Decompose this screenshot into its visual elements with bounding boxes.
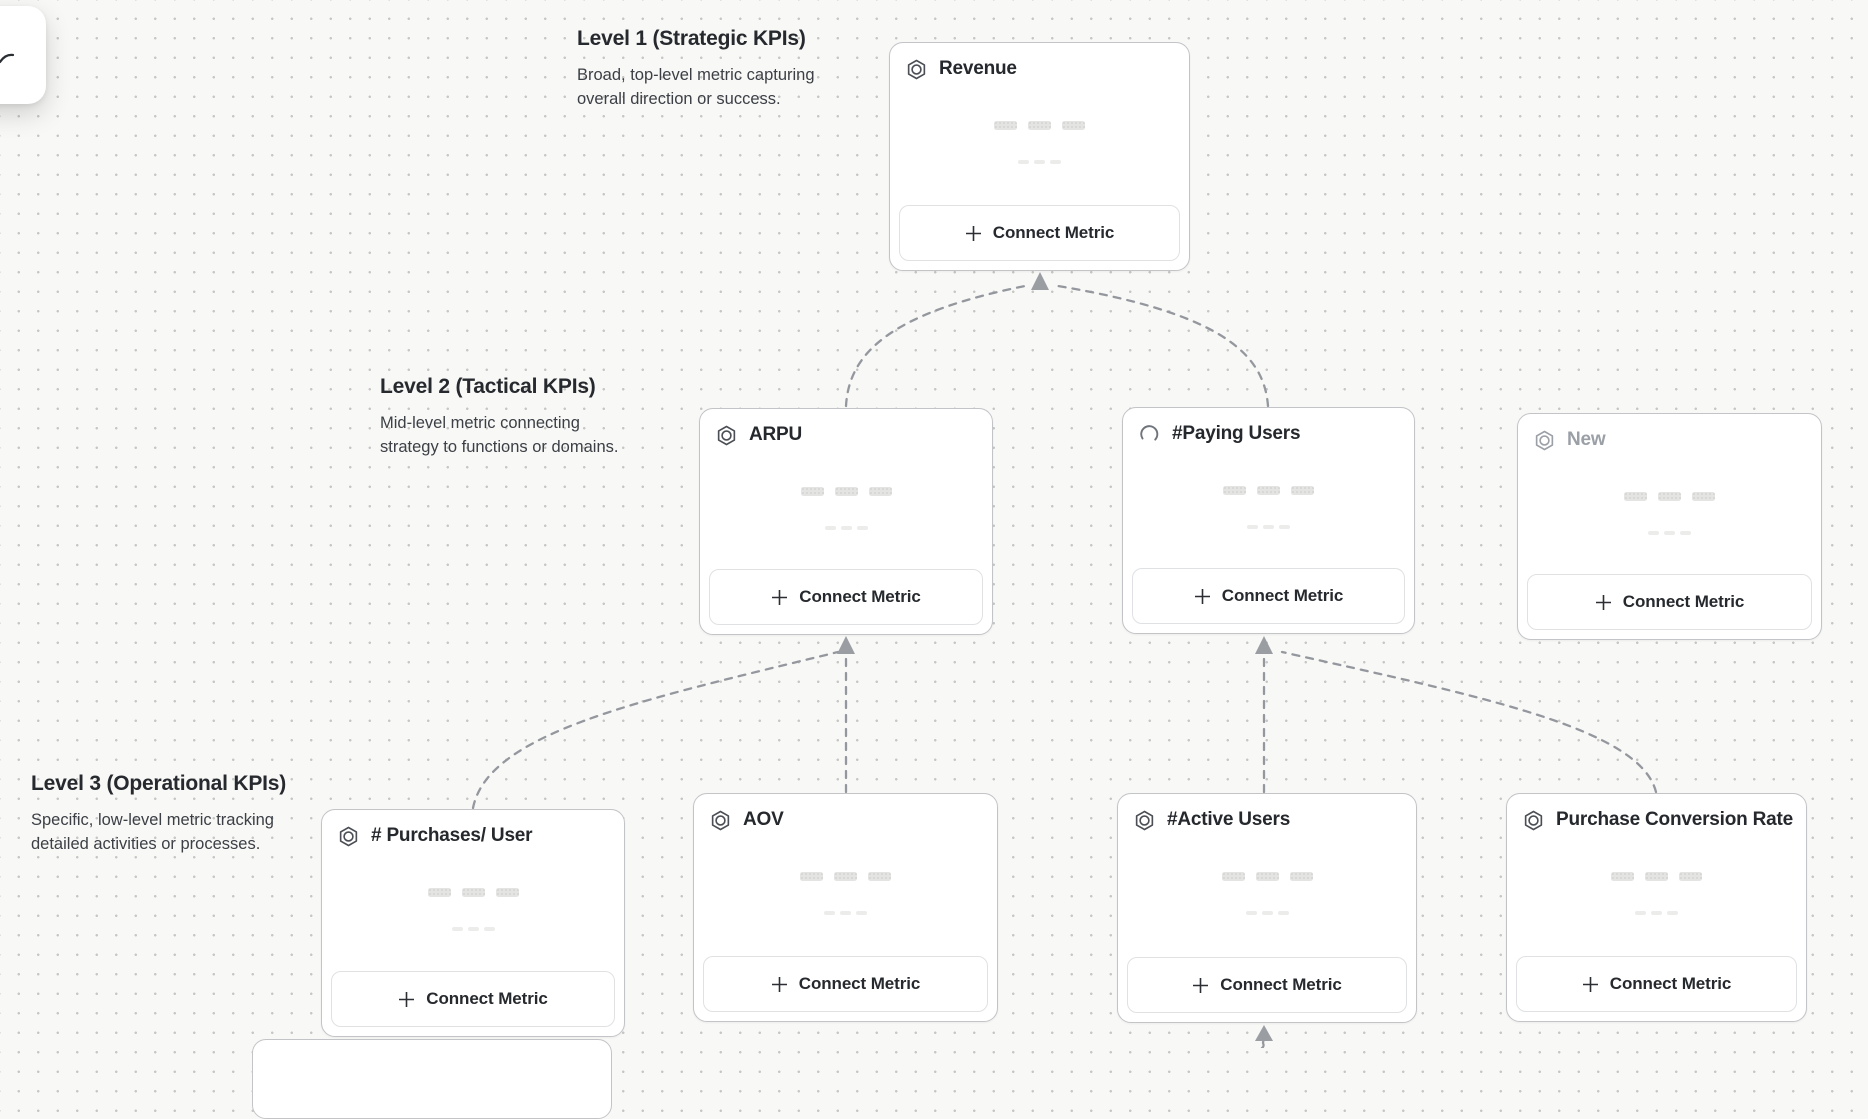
- card-title: Revenue: [939, 58, 1017, 79]
- plus-icon: [399, 991, 415, 1007]
- plus-icon: [1194, 588, 1210, 604]
- card-header: New: [1532, 428, 1809, 452]
- metric-hexagon-icon: [904, 57, 928, 81]
- metric-placeholder-skeleton: [322, 888, 624, 931]
- card-title: Purchase Conversion Rate: [1556, 809, 1794, 830]
- connect-metric-button[interactable]: Connect Metric: [1127, 957, 1407, 1013]
- level-2-heading: Level 2 (Tactical KPIs) Mid-level metric…: [380, 375, 625, 460]
- card-header: # Purchases/ User: [336, 824, 612, 848]
- card-title: ARPU: [749, 424, 803, 445]
- edge-arpu-to-revenue: [844, 283, 1032, 408]
- plus-icon: [1582, 976, 1598, 992]
- card-title: #Paying Users: [1172, 423, 1301, 444]
- connect-metric-label: Connect Metric: [798, 974, 921, 993]
- connect-metric-button[interactable]: Connect Metric: [899, 205, 1180, 261]
- plus-icon: [965, 225, 981, 241]
- metric-card-partial-offscreen[interactable]: [252, 1039, 612, 1119]
- edge-offscreen-to-active-users: [1260, 1039, 1266, 1048]
- metric-placeholder-skeleton: [1118, 872, 1416, 915]
- connect-metric-button[interactable]: Connect Metric: [331, 971, 615, 1027]
- connect-metric-label: Connect Metric: [799, 587, 921, 606]
- plus-icon: [1193, 977, 1209, 993]
- metric-hexagon-icon: [1532, 428, 1556, 452]
- connect-metric-button[interactable]: Connect Metric: [709, 569, 983, 625]
- edge-pcr-to-paying-users: [1280, 650, 1658, 794]
- level-1-heading: Level 1 (Strategic KPIs) Broad, top-leve…: [577, 27, 827, 112]
- card-header: #Active Users: [1132, 808, 1404, 832]
- connect-metric-label: Connect Metric: [1221, 586, 1344, 605]
- level-1-title: Level 1 (Strategic KPIs): [577, 27, 806, 50]
- card-header: AOV: [708, 808, 985, 832]
- loading-spinner-icon: [1137, 422, 1161, 446]
- metric-card-revenue[interactable]: Revenue Connect Metric: [889, 42, 1190, 271]
- edge-purchases-user-to-arpu: [471, 650, 840, 810]
- metric-card-aov[interactable]: AOV Connect Metric: [693, 793, 998, 1022]
- level-3-title: Level 3 (Operational KPIs): [31, 772, 287, 795]
- card-title: # Purchases/ User: [371, 825, 533, 846]
- card-header: ARPU: [714, 423, 980, 447]
- connector-layer: [471, 272, 1658, 1048]
- metric-placeholder-skeleton: [700, 487, 992, 530]
- connect-metric-button[interactable]: Connect Metric: [1527, 574, 1812, 630]
- connect-metric-button[interactable]: Connect Metric: [703, 956, 988, 1012]
- card-header: Revenue: [904, 57, 1177, 81]
- connect-metric-label: Connect Metric: [1220, 975, 1342, 994]
- card-header: Purchase Conversion Rate: [1521, 808, 1794, 832]
- metric-placeholder-skeleton: [1123, 486, 1414, 529]
- metric-hexagon-icon: [1132, 808, 1156, 832]
- connect-metric-button[interactable]: Connect Metric: [1132, 568, 1405, 624]
- metric-hexagon-icon: [708, 808, 732, 832]
- metric-placeholder-skeleton: [890, 121, 1189, 164]
- metric-hexagon-icon: [1521, 808, 1545, 832]
- metric-placeholder-skeleton: [1507, 872, 1806, 915]
- metric-card-purchases-user[interactable]: # Purchases/ User Connect Metric: [321, 809, 625, 1037]
- card-title: New: [1567, 429, 1606, 450]
- connect-metric-label: Connect Metric: [1622, 592, 1745, 611]
- connect-metric-label: Connect Metric: [426, 989, 548, 1008]
- card-title: #Active Users: [1167, 809, 1291, 830]
- metric-card-paying-users[interactable]: #Paying Users Connect Metric: [1122, 407, 1415, 634]
- plus-icon: [771, 976, 787, 992]
- card-title: AOV: [743, 809, 784, 830]
- card-header: #Paying Users: [1137, 422, 1402, 446]
- metric-card-purchase-conversion-rate[interactable]: Purchase Conversion Rate Connect Metric: [1506, 793, 1807, 1022]
- connect-metric-label: Connect Metric: [1609, 974, 1732, 993]
- level-2-description: Mid-level metric connecting strategy to …: [380, 414, 619, 457]
- arrowhead-into-active-users: [1255, 1025, 1273, 1041]
- level-3-description: Specific, low-level metric tracking deta…: [31, 811, 274, 854]
- arrowhead-into-revenue: [1031, 272, 1049, 290]
- edge-paying-users-to-revenue: [1050, 283, 1270, 408]
- metric-placeholder-skeleton: [694, 872, 997, 915]
- metric-hexagon-icon: [714, 423, 738, 447]
- metric-card-new[interactable]: New Connect Metric: [1517, 413, 1822, 640]
- connect-metric-label: Connect Metric: [992, 223, 1115, 242]
- level-2-title: Level 2 (Tactical KPIs): [380, 375, 596, 398]
- metric-hexagon-icon: [336, 824, 360, 848]
- arrowhead-into-paying-users: [1255, 636, 1273, 654]
- cursor-tool-icon: [0, 53, 15, 64]
- level-3-heading: Level 3 (Operational KPIs) Specific, low…: [31, 772, 306, 857]
- plus-icon: [772, 589, 788, 605]
- metric-card-arpu[interactable]: ARPU Connect Metric: [699, 408, 993, 635]
- metric-placeholder-skeleton: [1518, 492, 1821, 535]
- level-1-description: Broad, top-level metric capturing overal…: [577, 66, 815, 109]
- arrowhead-into-arpu: [837, 636, 855, 654]
- connect-metric-button[interactable]: Connect Metric: [1516, 956, 1797, 1012]
- plus-icon: [1595, 594, 1611, 610]
- metric-card-active-users[interactable]: #Active Users Connect Metric: [1117, 793, 1417, 1023]
